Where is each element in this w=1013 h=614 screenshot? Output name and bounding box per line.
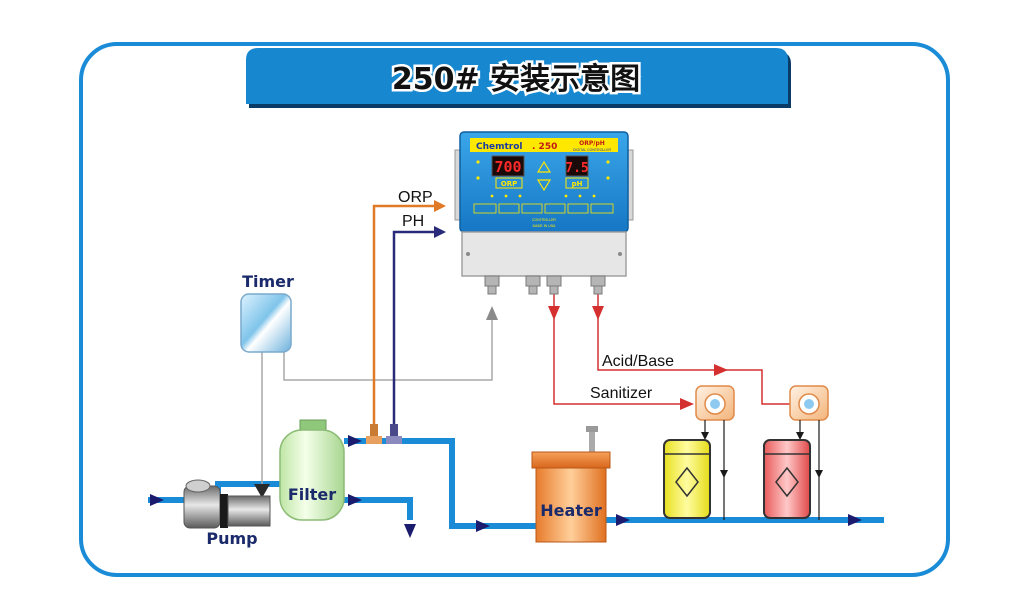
- timer-wiring: [261, 310, 493, 488]
- orp-label: ORP: [398, 189, 433, 206]
- timer-arrow-down: [254, 484, 270, 498]
- ph-probe: [386, 424, 402, 444]
- sanitizer-tank: [663, 439, 711, 519]
- heater-label: Heater: [540, 501, 602, 520]
- flow-arrow: [348, 494, 362, 506]
- controller-subtitle-2: DIGITAL CONTROLLER: [573, 148, 612, 152]
- timer-arrow-up: [486, 306, 498, 320]
- dosing-arrows: [548, 306, 728, 410]
- controller-footer: CONTROLLER: [532, 218, 556, 222]
- flow-arrow: [476, 520, 490, 532]
- timer-device: [240, 293, 292, 353]
- up-arrow-icon: [536, 160, 552, 173]
- flow-arrow: [404, 524, 416, 538]
- ph-label: PH: [402, 213, 424, 230]
- pump: [183, 479, 271, 529]
- orp-ph-controller: Chemtrol . 250 ORP/pH DIGITAL CONTROLLER…: [454, 131, 634, 295]
- orp-sensor-line: [372, 204, 436, 434]
- timer-label: Timer: [242, 272, 294, 291]
- dosing-lines: [553, 292, 790, 405]
- ph-display: 7.5: [565, 161, 588, 176]
- flow-arrow: [616, 514, 630, 526]
- sanitizer-doser: [695, 385, 735, 421]
- acid-base-label: Acid/Base: [602, 353, 674, 370]
- controller-subtitle: ORP/pH: [579, 140, 605, 147]
- heater: [531, 426, 611, 543]
- sanitizer-label: Sanitizer: [590, 385, 653, 402]
- ph-arrow: [434, 226, 446, 238]
- controller-footer-2: MADE IN USA: [533, 224, 556, 228]
- acid-base-doser: [789, 385, 829, 421]
- controller-brand: Chemtrol: [476, 142, 523, 152]
- flow-arrow: [848, 514, 862, 526]
- controller-model: . 250: [532, 142, 557, 152]
- filter-label: Filter: [288, 485, 336, 504]
- title-banner: 250# 安装示意图: [246, 48, 791, 108]
- pump-label: Pump: [206, 529, 257, 548]
- flow-arrow: [348, 435, 362, 447]
- controller-buttons: [473, 203, 614, 214]
- orp-tag: ORP: [501, 180, 517, 188]
- orp-arrow: [434, 200, 446, 212]
- feed-arrows: [701, 432, 823, 478]
- orp-display: 700: [494, 158, 521, 176]
- flow-arrow: [150, 494, 164, 506]
- indicator-lights: [476, 160, 610, 198]
- ph-sensor-line: [392, 230, 436, 434]
- acid-base-tank: [763, 439, 811, 519]
- flow-arrows: [150, 435, 862, 538]
- page-title: 250# 安装示意图: [392, 62, 640, 97]
- down-arrow-icon: [536, 179, 552, 192]
- orp-probe: [366, 424, 382, 444]
- filter-tank: [279, 419, 345, 521]
- ph-tag: pH: [572, 180, 583, 188]
- cable-glands: [484, 275, 606, 295]
